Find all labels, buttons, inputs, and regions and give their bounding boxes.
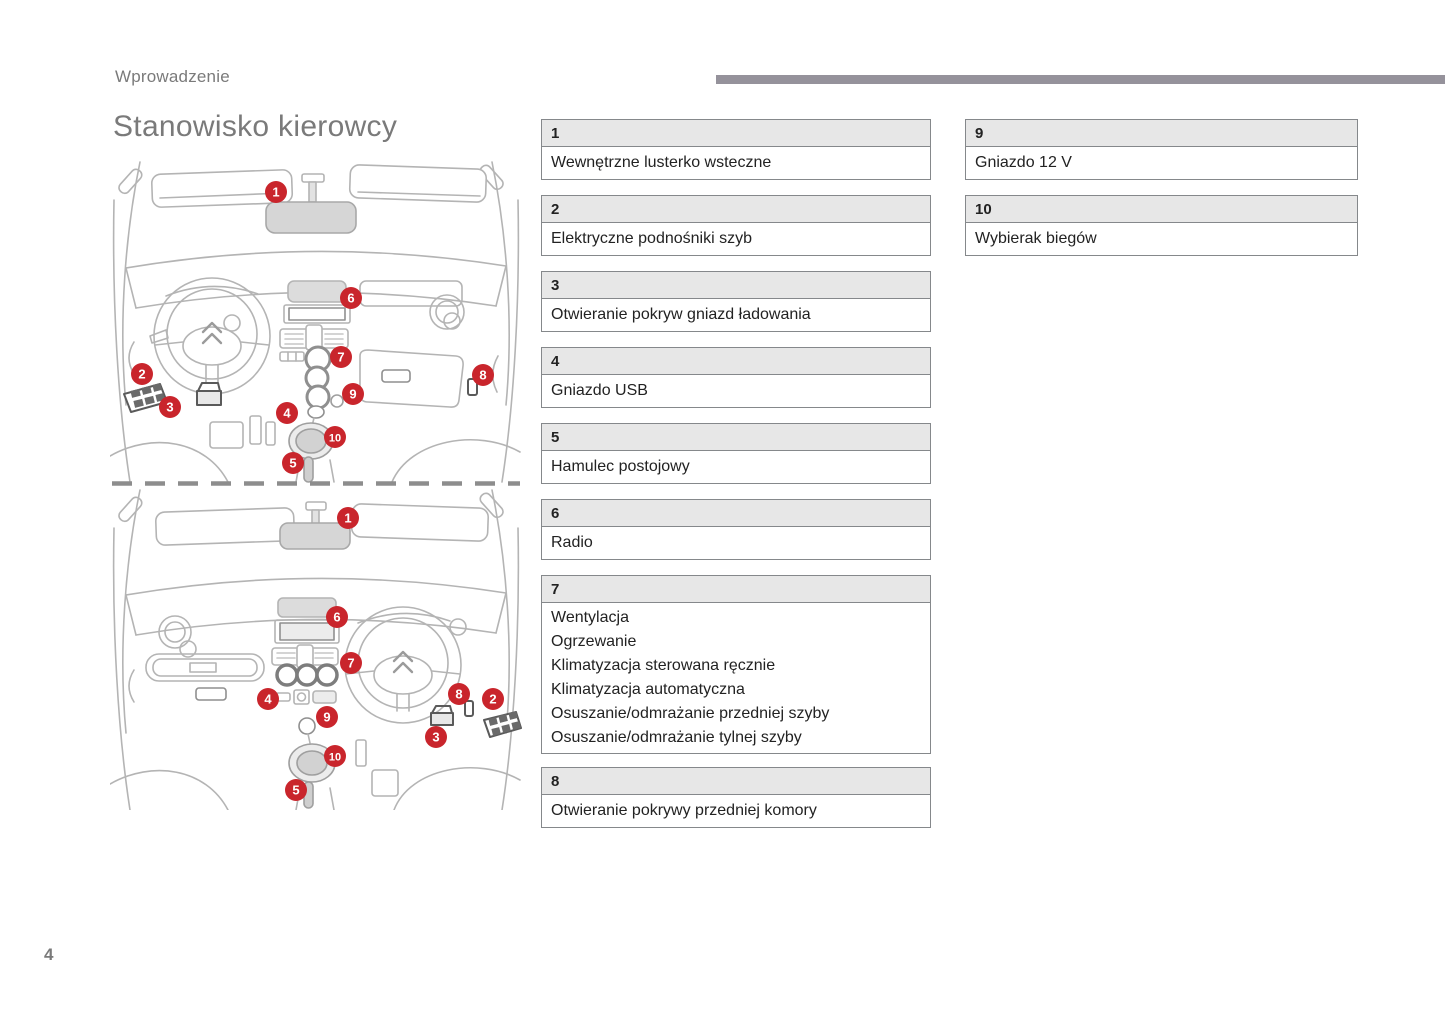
diagram-marker-circle (340, 287, 362, 309)
diagram-marker-number: 2 (489, 692, 496, 707)
diagram-marker-circle (316, 706, 338, 728)
diagram-marker-circle (131, 363, 153, 385)
diagram-marker-circle (340, 652, 362, 674)
callout-label-line: Radio (551, 534, 593, 551)
diagram-marker-number: 10 (329, 752, 341, 764)
callout-label-line: Osuszanie/odmrażanie tylnej szyby (551, 729, 802, 746)
diagram-marker-number: 2 (138, 367, 145, 382)
callout-number: 4 (541, 347, 931, 375)
callout-label-line: Wybierak biegów (975, 230, 1097, 247)
callout-label-line: Wentylacja (551, 609, 629, 626)
callout-label: Hamulec postojowy (541, 450, 931, 484)
callout-label: Radio (541, 526, 931, 560)
callout-label: Wewnętrzne lusterko wsteczne (541, 146, 931, 180)
callout-number: 1 (541, 119, 931, 147)
callout-number: 5 (541, 423, 931, 451)
callout-label: Elektryczne podnośniki szyb (541, 222, 931, 256)
callout-number: 9 (965, 119, 1358, 147)
callout-label: Gniazdo 12 V (965, 146, 1358, 180)
diagram-marker-number: 6 (347, 291, 354, 306)
header-rule-bar (716, 75, 1445, 84)
diagram-marker-circle (324, 426, 346, 448)
diagram-marker-circle (330, 346, 352, 368)
diagram-marker-number: 7 (347, 656, 354, 671)
diagram-marker-circle (342, 383, 364, 405)
callout-label: Gniazdo USB (541, 374, 931, 408)
callout-label-line: Hamulec postojowy (551, 458, 690, 475)
diagram-marker-number: 4 (264, 692, 272, 707)
page-title: Stanowisko kierowcy (113, 110, 398, 143)
diagram-marker-number: 10 (329, 433, 341, 445)
callout-label-line: Otwieranie pokrywy przedniej komory (551, 802, 817, 819)
diagram-marker-circle (448, 683, 470, 705)
diagram-marker-number: 9 (323, 710, 330, 725)
callout-label-line: Wewnętrzne lusterko wsteczne (551, 154, 772, 171)
diagram-marker-circle (257, 688, 279, 710)
diagram-marker-circle (425, 726, 447, 748)
diagram-marker-circle (482, 688, 504, 710)
callout-label: Otwieranie pokryw gniazd ładowania (541, 298, 931, 332)
dashboard-line-art (110, 161, 522, 810)
callout-number: 3 (541, 271, 931, 299)
diagram-marker-circle (285, 779, 307, 801)
callout-label-line: Gniazdo 12 V (975, 154, 1072, 171)
diagram-marker-number: 5 (289, 456, 296, 471)
diagram-marker-circle (326, 606, 348, 628)
callout-number: 10 (965, 195, 1358, 223)
callout-label-line: Ogrzewanie (551, 633, 637, 650)
diagram-marker-circle (276, 402, 298, 424)
diagram-marker-number: 1 (272, 185, 279, 200)
diagram-marker-number: 8 (455, 687, 462, 702)
callout-number: 6 (541, 499, 931, 527)
callout-label-line: Klimatyzacja sterowana ręcznie (551, 657, 776, 674)
diagram-marker-number: 9 (349, 387, 356, 402)
diagram-marker-circle (337, 507, 359, 529)
callout-label: Wybierak biegów (965, 222, 1358, 256)
callout-label: Otwieranie pokrywy przedniej komory (541, 794, 931, 828)
diagram-marker-number: 5 (292, 783, 299, 798)
callout-number: 8 (541, 767, 931, 795)
callout-number: 2 (541, 195, 931, 223)
callout-number: 7 (541, 575, 931, 603)
diagram-marker-number: 7 (337, 350, 344, 365)
diagram-marker-number: 4 (283, 406, 291, 421)
callout-label-line: Klimatyzacja automatyczna (551, 681, 745, 698)
diagram-marker-circle (159, 396, 181, 418)
diagram-marker-number: 6 (333, 610, 340, 625)
diagram-marker-number: 8 (479, 368, 486, 383)
callout-label-line: Osuszanie/odmrażanie przedniej szyby (551, 705, 830, 722)
diagram-marker-number: 1 (344, 511, 351, 526)
diagram-marker-number: 3 (432, 730, 439, 745)
diagram-marker-circle (282, 452, 304, 474)
page-number: 4 (44, 945, 54, 964)
diagram-marker-circle (324, 745, 346, 767)
diagram-markers-top: 1 2 3 4 5 6 7 8 9 10 (131, 181, 494, 474)
callout-label-line: Elektryczne podnośniki szyb (551, 230, 752, 247)
diagram-marker-circle (472, 364, 494, 386)
section-label: Wprowadzenie (115, 67, 230, 86)
dashboard-diagram: 1 2 3 4 5 6 7 8 9 10 1 2 3 4 5 6 7 8 9 10 (110, 161, 522, 810)
diagram-marker-number: 3 (166, 400, 173, 415)
diagram-markers-bottom: 1 2 3 4 5 6 7 8 9 10 (257, 507, 504, 801)
diagram-marker-circle (265, 181, 287, 203)
callout-label-line: Otwieranie pokryw gniazd ładowania (551, 306, 811, 323)
callout-label-line: Gniazdo USB (551, 382, 648, 399)
